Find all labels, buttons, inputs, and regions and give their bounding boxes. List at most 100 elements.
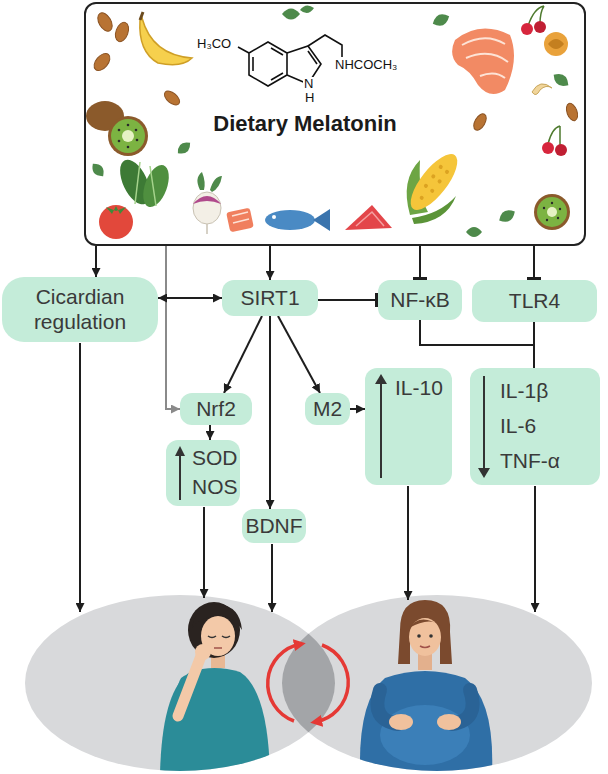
- corn: [444, 169, 450, 175]
- leaves: [89, 5, 571, 237]
- salmon-piece: [226, 208, 254, 233]
- overweight-woman: [360, 671, 492, 774]
- corn: [412, 196, 456, 224]
- turnip: [193, 172, 222, 234]
- atom-label: H: [304, 91, 315, 105]
- corn: [431, 174, 437, 180]
- salmon-steak: [452, 29, 514, 94]
- overweight-woman: [409, 618, 441, 656]
- tuna-slice: [345, 205, 392, 230]
- melatonin-structure: [253, 48, 283, 80]
- kiwi: [551, 202, 553, 204]
- atom-label: NHCOCH₃: [334, 58, 398, 72]
- kiwi: [127, 146, 130, 149]
- leaves: [496, 207, 517, 226]
- leaves: [282, 9, 300, 20]
- node-label: NOS: [192, 475, 238, 499]
- overweight-woman: [360, 671, 492, 774]
- kiwi: [118, 140, 121, 143]
- node-label: Nrf2: [196, 397, 236, 421]
- nuts: [532, 84, 552, 95]
- salmon-steak: [462, 38, 508, 78]
- connector: [166, 246, 180, 409]
- melatonin-structure: [308, 35, 342, 57]
- leaves: [431, 11, 452, 29]
- tired-woman: [192, 604, 242, 630]
- banana: [140, 12, 143, 20]
- corn: [403, 147, 465, 217]
- outcome-arrows: [80, 343, 535, 612]
- outcome-arrows: [203, 507, 205, 598]
- trend-arrow: [175, 374, 490, 500]
- connector: [533, 246, 535, 280]
- tired-woman: [214, 647, 222, 649]
- overweight-woman: [409, 619, 441, 628]
- atom-label: H₃CO: [196, 37, 232, 51]
- node-label: BDNF: [245, 514, 302, 538]
- node-label: TLR4: [509, 289, 560, 313]
- kiwi: [118, 129, 121, 132]
- atom-label: N: [303, 77, 314, 91]
- almonds: [471, 112, 489, 133]
- turnip: [197, 172, 222, 192]
- turnip: [206, 224, 208, 234]
- node-label: NF-κB: [390, 288, 450, 312]
- connector: [158, 297, 222, 299]
- tired-woman: [160, 602, 270, 774]
- outcome-fields: [25, 595, 592, 771]
- almonds: [113, 21, 131, 44]
- connector: [420, 320, 534, 368]
- overweight-woman: [420, 646, 430, 648]
- kiwi: [108, 116, 148, 156]
- trend-arrow: [483, 376, 485, 470]
- tuna-slice: [356, 212, 384, 226]
- fish: [265, 209, 330, 231]
- fish: [272, 215, 276, 219]
- nuts: [532, 32, 568, 95]
- connector: [95, 246, 97, 277]
- overweight-woman: [429, 634, 433, 638]
- leaves: [300, 5, 314, 13]
- kiwi: [543, 207, 545, 209]
- fish: [313, 209, 330, 231]
- almonds: [95, 10, 115, 33]
- trend-arrow: [179, 454, 181, 500]
- spinach: [114, 155, 174, 210]
- overweight-woman: [380, 705, 470, 765]
- process-box: NF-κB: [378, 280, 462, 320]
- tuna-slice: [345, 205, 392, 230]
- cherries: [555, 144, 567, 156]
- kiwi: [543, 202, 561, 221]
- trend-arrow: [478, 468, 490, 478]
- cherries: [521, 6, 567, 156]
- corn: [429, 188, 435, 194]
- connector: [278, 316, 320, 393]
- fish: [265, 210, 315, 230]
- connector: [318, 299, 378, 301]
- melatonin-structure: [238, 35, 342, 86]
- trend-arrow: [380, 382, 382, 478]
- outcome-box: IL-10: [365, 368, 452, 485]
- node-label: Cicardian regulation: [10, 285, 150, 333]
- overweight-woman: [360, 600, 492, 774]
- melatonin-structure: [249, 42, 287, 86]
- trend-arrow: [175, 446, 185, 456]
- kiwi: [546, 219, 548, 221]
- overweight-woman: [417, 634, 421, 638]
- cycle-arrows: [268, 644, 349, 722]
- melatonin-structure: [308, 51, 317, 64]
- process-box: SIRT1: [222, 280, 318, 316]
- kiwi: [127, 124, 130, 127]
- connector: [269, 246, 271, 280]
- salmon-steak: [452, 29, 514, 94]
- outcome-arrows: [407, 486, 409, 600]
- node-label: SOD: [192, 446, 238, 470]
- process-box: BDNF: [242, 509, 306, 543]
- nuts: [548, 39, 564, 49]
- cherries: [521, 23, 533, 35]
- node-label: IL-10: [395, 376, 443, 400]
- title-text: Dietary Melatonin: [213, 111, 396, 136]
- kiwi: [534, 194, 570, 230]
- overweight-woman: [398, 600, 452, 664]
